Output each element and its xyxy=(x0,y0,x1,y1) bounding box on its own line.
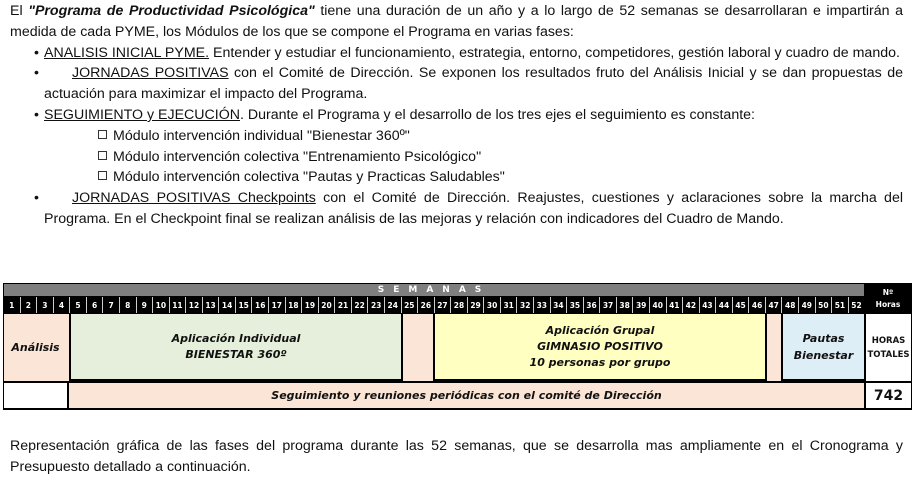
week-number: 6 xyxy=(85,297,103,313)
module-item: Módulo intervención colectiva "Entrenami… xyxy=(10,147,903,168)
phase-checkpoints: •JORNADAS POSITIVAS Checkpoints con el C… xyxy=(34,190,903,227)
week-number: 46 xyxy=(748,297,765,313)
week-number: 2 xyxy=(19,297,37,313)
week-number: 45 xyxy=(731,297,749,313)
week-number: 9 xyxy=(135,297,153,313)
week-number: 27 xyxy=(433,297,451,313)
seguimiento-block: Seguimiento y reuniones periódicas con e… xyxy=(69,383,864,408)
week-number: 40 xyxy=(648,297,666,313)
week-number: 22 xyxy=(350,297,368,313)
empty-cell xyxy=(4,383,67,408)
week-number: 44 xyxy=(715,297,732,313)
week-number: 52 xyxy=(847,297,865,313)
week-number: 38 xyxy=(615,297,633,313)
week-number: 25 xyxy=(400,297,418,313)
week-number: 24 xyxy=(383,297,401,313)
week-number: 26 xyxy=(417,297,434,313)
total-hours-value: 742 xyxy=(866,383,911,408)
week-number: 28 xyxy=(450,297,467,313)
checkbox-square-icon xyxy=(98,171,107,181)
week-number: 17 xyxy=(268,297,285,313)
week-number: 13 xyxy=(201,297,219,313)
program-name: "Programa de Productividad Psicológica" xyxy=(28,3,315,19)
week-number: 15 xyxy=(234,297,252,313)
week-number: 4 xyxy=(52,297,70,313)
weeks-header: SEMANAS xyxy=(4,284,864,296)
week-number: 16 xyxy=(251,297,268,313)
week-number: 30 xyxy=(483,297,500,313)
week-number: 21 xyxy=(334,297,351,313)
week-number: 49 xyxy=(798,297,815,313)
caption: Representación gráfica de las fases del … xyxy=(10,438,903,475)
week-number: 43 xyxy=(698,297,716,313)
phase-analisis-block: Análisis xyxy=(4,314,67,381)
week-number: 11 xyxy=(168,297,186,313)
week-number: 34 xyxy=(549,297,567,313)
week-number: 1 xyxy=(9,300,15,310)
week-number: 35 xyxy=(566,297,583,313)
week-number: 3 xyxy=(36,297,53,313)
week-number: 12 xyxy=(185,297,202,313)
week-number: 36 xyxy=(582,297,600,313)
checkbox-square-icon xyxy=(98,129,107,139)
module-item: Módulo intervención individual "Bienesta… xyxy=(10,126,903,147)
intro-paragraph: El "Programa de Productividad Psicológic… xyxy=(10,3,903,40)
week-number: 20 xyxy=(317,297,335,313)
week-number: 29 xyxy=(466,297,484,313)
week-number: 8 xyxy=(118,297,136,313)
week-number: 32 xyxy=(516,297,533,313)
week-number: 5 xyxy=(69,297,86,313)
week-number: 37 xyxy=(599,297,616,313)
week-number: 48 xyxy=(781,297,798,313)
program-description: El "Programa de Productividad Psicológic… xyxy=(10,1,903,230)
week-number: 14 xyxy=(218,297,235,313)
week-number: 19 xyxy=(301,297,318,313)
week-number: 42 xyxy=(682,297,699,313)
week-number: 23 xyxy=(367,297,384,313)
week-number: 41 xyxy=(665,297,683,313)
module-item: Módulo intervención colectiva "Pautas y … xyxy=(10,167,903,188)
week-number: 31 xyxy=(499,297,517,313)
week-number: 33 xyxy=(533,297,550,313)
week-number: 7 xyxy=(102,297,119,313)
week-number: 51 xyxy=(831,297,848,313)
phase-seguimiento: •SEGUIMIENTO y EJECUCIÓN. Durante el Pro… xyxy=(34,106,755,123)
week-number: 39 xyxy=(632,297,649,313)
week-number: 50 xyxy=(814,297,832,313)
phase-jornadas: •JORNADAS POSITIVAS con el Comité de Dir… xyxy=(34,65,903,103)
week-number: 18 xyxy=(284,297,302,313)
checkbox-square-icon xyxy=(98,150,107,160)
week-number: 47 xyxy=(764,297,782,313)
week-number: 10 xyxy=(152,297,169,313)
phase-analisis: •ANALISIS INICIAL PYME. Entender y estud… xyxy=(34,44,900,61)
